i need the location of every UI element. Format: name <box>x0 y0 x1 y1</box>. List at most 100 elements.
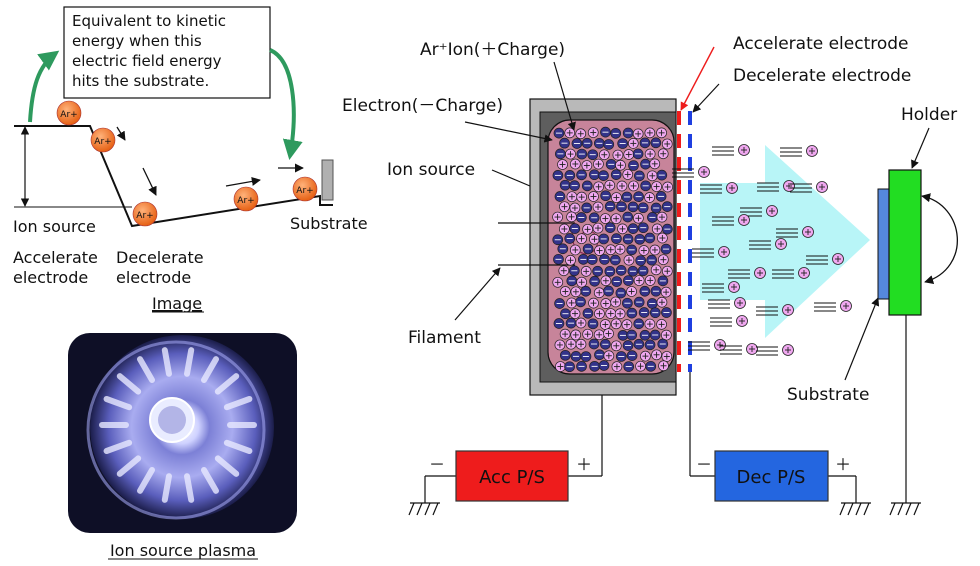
ion-particle <box>588 191 599 202</box>
electron-particle <box>610 169 622 180</box>
beam-ion <box>756 344 794 356</box>
electron-particle <box>605 158 617 170</box>
plasma-petal <box>223 396 253 411</box>
ion-particle <box>605 308 617 319</box>
ion-particle <box>582 328 594 340</box>
beam-ion <box>756 304 794 316</box>
ion-particle <box>570 329 582 341</box>
substrate-label-left: Substrate <box>290 214 368 233</box>
ion-particle <box>638 245 650 256</box>
electron-particle <box>634 233 646 245</box>
electron-particle <box>627 265 639 277</box>
ion-particle <box>603 328 614 339</box>
acc-ps-label: Acc P/S <box>479 467 545 488</box>
ion-particle <box>582 223 593 235</box>
ion-particle <box>575 317 587 329</box>
electron-particle <box>639 285 651 297</box>
electron-particle <box>582 243 594 255</box>
plasma-petal <box>161 347 172 377</box>
ion-particle <box>644 192 655 203</box>
electron-particle <box>621 191 633 203</box>
plasma-petal <box>137 467 155 494</box>
electron-particle <box>632 148 644 160</box>
ion-particle <box>649 244 661 256</box>
electron-particle <box>623 275 634 286</box>
substrate-bar <box>321 159 334 201</box>
electron-particle <box>604 265 616 277</box>
ion-particle <box>627 138 639 149</box>
motion-arrow <box>142 167 157 196</box>
electron-particle <box>581 137 593 149</box>
electron-particle <box>564 170 576 181</box>
ion-particle <box>614 308 626 320</box>
electron-particle <box>660 243 672 255</box>
electron-particle <box>552 170 564 181</box>
beam-ion <box>702 281 740 293</box>
electron-particle <box>580 351 592 362</box>
plasma-petal <box>116 373 142 395</box>
electron-particle <box>559 179 571 191</box>
electron-particle <box>622 211 634 223</box>
electron-particle <box>586 254 598 265</box>
ion-particle <box>599 319 611 330</box>
ion-particle <box>588 297 599 309</box>
accelerate-electrode-label-right: Accelerate electrode <box>733 34 909 54</box>
beam-ion <box>790 181 828 193</box>
beam-ion <box>720 343 758 355</box>
electron-particle <box>575 212 587 223</box>
electron-particle <box>568 265 580 277</box>
decelerate-electrode-label: Decelerate electrode <box>116 248 209 287</box>
accelerate-electrode-label: Accelerate electrode <box>13 248 103 287</box>
electron-particle <box>638 307 650 318</box>
electron-particle <box>640 180 652 192</box>
ion-particle <box>576 233 587 245</box>
plasma-petal <box>103 396 133 411</box>
ion-particle <box>569 158 581 170</box>
ion-particle <box>651 349 662 361</box>
electron-particle <box>589 275 600 287</box>
electron-particle <box>626 244 638 256</box>
electron-particle <box>566 275 578 287</box>
ion-particle <box>589 233 600 245</box>
electron-particle <box>569 180 580 191</box>
electron-particle <box>594 349 605 361</box>
electron-particle <box>622 297 633 309</box>
electron-particle <box>581 202 593 214</box>
electron-particle <box>576 361 587 372</box>
plasma-petal <box>214 455 240 477</box>
ion-particle <box>646 170 658 182</box>
ground-symbol <box>889 502 921 516</box>
electron-particle <box>622 233 634 245</box>
electron-particle <box>650 137 662 149</box>
ion-particle <box>633 212 644 224</box>
ion-particle <box>610 296 622 308</box>
ion-particle <box>657 232 668 244</box>
electron-particle <box>604 222 616 233</box>
ion-particle <box>644 318 656 330</box>
ion-particle <box>576 276 588 288</box>
electron-particle <box>627 201 639 213</box>
electron-particle <box>554 298 565 309</box>
ion-source-label: Ion source <box>13 217 96 236</box>
green-arrow-up <box>28 50 60 123</box>
electron-particle <box>647 212 658 223</box>
ion-particle <box>656 296 668 308</box>
potential-profile-line <box>14 125 333 228</box>
beam-ion <box>780 145 818 157</box>
beam-ion <box>712 214 750 226</box>
electron-particle <box>587 318 599 330</box>
electron-particle <box>628 160 639 171</box>
ion-particle <box>635 360 646 372</box>
ion-particle <box>558 265 570 277</box>
electron-particle <box>600 126 611 138</box>
electron-particle <box>559 349 571 361</box>
electron-particle <box>592 265 603 277</box>
plasma-photo: Ion source plasma <box>68 333 297 560</box>
ion-particle <box>661 138 673 150</box>
ion-particle <box>644 127 656 139</box>
electron-particle <box>622 127 634 139</box>
energy-diagram-caption: Image <box>152 294 202 313</box>
electron-particle <box>646 298 658 309</box>
ion-particle <box>650 264 662 276</box>
beam-ion <box>749 238 787 250</box>
